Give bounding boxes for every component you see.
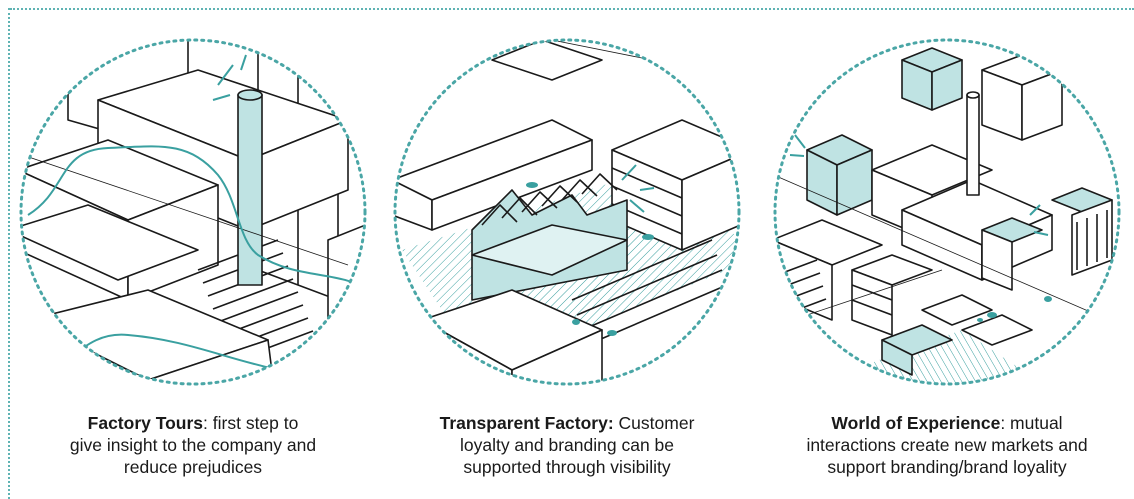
caption-line-2: give insight to the company and	[69, 435, 317, 455]
panel-factory-tours: Factory Tours: first step to give insigh…	[8, 0, 378, 499]
dotted-frame-top	[10, 8, 1134, 10]
caption-line-3: supported through visibility	[463, 457, 671, 477]
caption-line-1: first step to	[212, 413, 299, 433]
caption-line-3: support branding/brand loyality	[827, 457, 1067, 477]
caption-line-2: loyalty and branding can be	[459, 435, 675, 455]
transparent-factory-illustration	[393, 38, 741, 386]
caption-line-3: reduce prejudices	[123, 457, 263, 477]
caption-line-2: interactions create new markets and	[806, 435, 1088, 455]
panel-world-of-experience: World of Experience: mutual interactions…	[762, 0, 1132, 499]
panel-transparent-factory: Transparent Factory: Customer loyalty an…	[382, 0, 752, 499]
caption-title: World of Experience	[831, 413, 1001, 433]
caption-line-1: mutual	[1010, 413, 1063, 433]
dotted-frame-left	[8, 8, 10, 499]
factory-tours-illustration	[19, 38, 367, 386]
caption-line-1: Customer	[618, 413, 695, 433]
caption-separator: :	[203, 413, 213, 433]
world-of-experience-illustration	[773, 38, 1121, 386]
caption-title: Factory Tours	[87, 413, 204, 433]
caption-transparent-factory: Transparent Factory: Customer loyalty an…	[382, 412, 752, 478]
caption-title: Transparent Factory:	[439, 413, 614, 433]
caption-separator: :	[1000, 413, 1011, 433]
caption-world-of-experience: World of Experience: mutual interactions…	[762, 412, 1132, 478]
caption-factory-tours: Factory Tours: first step to give insigh…	[8, 412, 378, 478]
